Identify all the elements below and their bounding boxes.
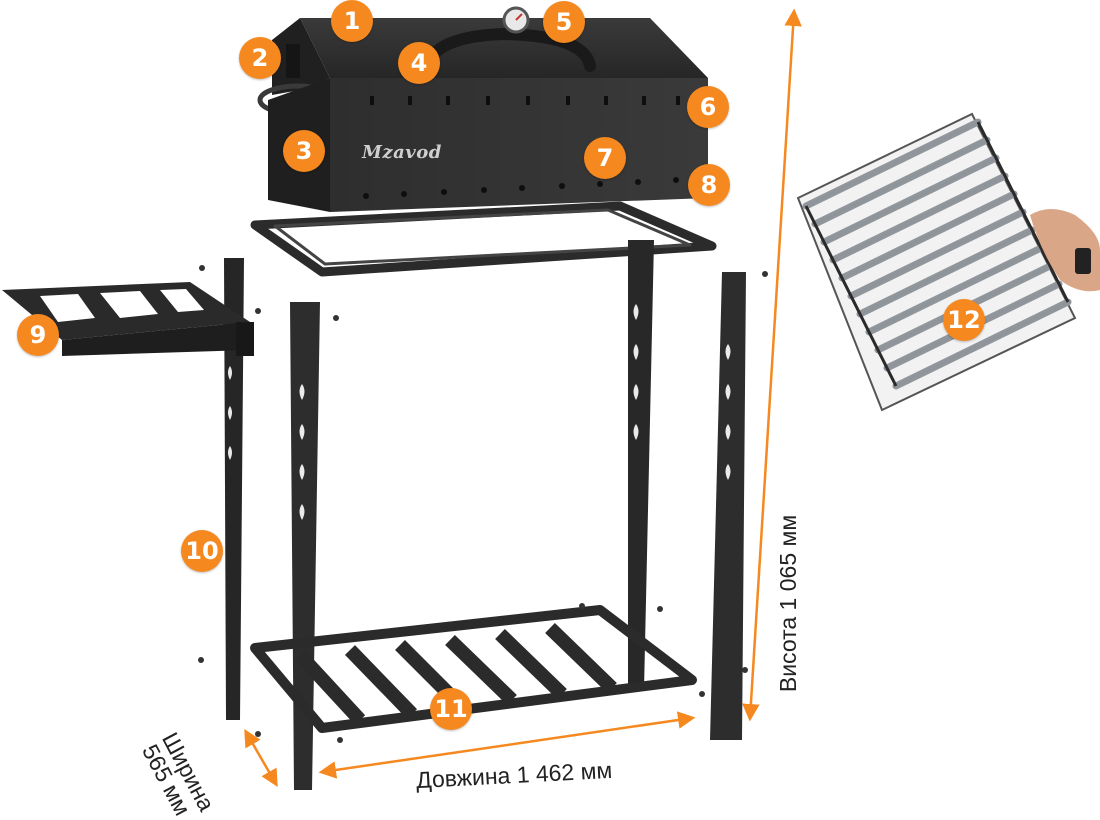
width-arrow [244, 728, 278, 788]
screws [198, 265, 768, 743]
bottom-shelf [250, 605, 697, 733]
height-label: Висота 1 065 мм [775, 514, 802, 693]
top-frame [250, 201, 717, 277]
callout-11: 11 [430, 688, 472, 730]
legs [224, 240, 746, 790]
grill-box [257, 6, 708, 212]
grill-grate [796, 112, 1100, 412]
callout-3: 3 [283, 130, 325, 172]
callout-8: 8 [688, 164, 730, 206]
dimension-arrows [244, 8, 802, 788]
callout-10: 10 [181, 530, 223, 572]
callout-2: 2 [239, 37, 281, 79]
height-arrow [742, 8, 802, 722]
callout-9: 9 [17, 314, 59, 356]
callout-7: 7 [584, 137, 626, 179]
callout-5: 5 [543, 1, 585, 43]
callout-1: 1 [331, 0, 373, 42]
callout-4: 4 [398, 42, 440, 84]
callout-6: 6 [687, 86, 729, 128]
side-shelf [2, 282, 254, 356]
brand-logo: Mzavod [362, 142, 442, 163]
length-arrow [318, 711, 696, 779]
callout-12: 12 [943, 299, 985, 341]
